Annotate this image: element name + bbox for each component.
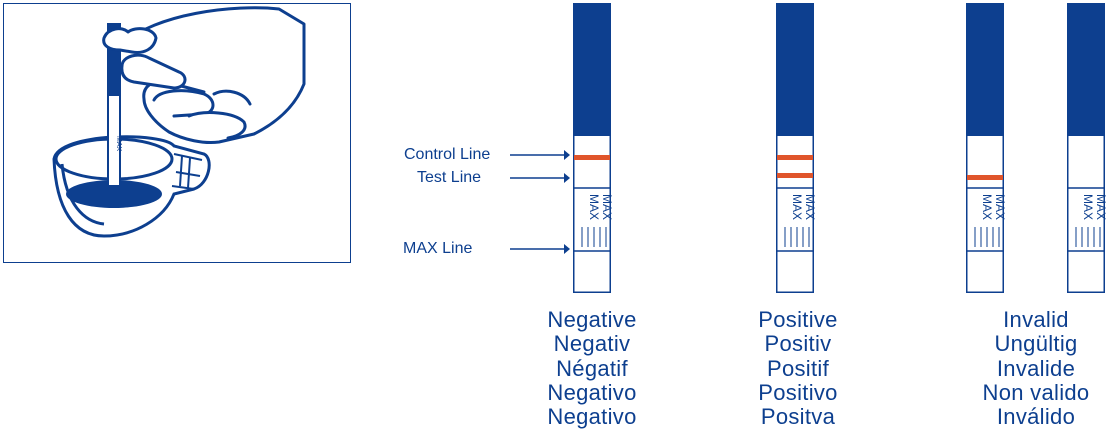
strip-max-marking: MAX [1081,194,1095,220]
result-caption-positive: Positive Positiv Positif Positivo Positv… [728,307,868,430]
result-name: Ungültig [994,331,1078,357]
control-line-mark [574,155,610,160]
test-strip-invalid-test-only: MAX MAX [966,3,1007,293]
result-name: Positiv [764,331,832,357]
result-name: Negative [547,307,637,332]
result-name: Positva [760,404,836,430]
arrow-right-icon [510,150,570,160]
illustration-strip-max: MAX [115,136,122,152]
result-name: Negativ [553,331,631,357]
strip-max-marking: MAX [803,194,817,220]
result-name: Negativo [547,379,637,405]
result-name: Positif [766,355,829,381]
result-name: Invalide [996,355,1076,381]
max-line-label: MAX Line [403,240,473,257]
result-name: Positivo [758,379,838,405]
arrow-right-icon [510,244,570,254]
test-line-label: Test Line [417,169,482,186]
strip-max-marking: MAX [993,194,1007,220]
hand-holding-strip-icon: MAX [52,6,306,238]
test-strip-positive: MAX MAX [776,3,817,293]
arrow-right-icon [510,173,570,183]
result-caption-invalid: Invalid Ungültig Invalide Non valido Inv… [966,307,1106,430]
strip-max-marking: MAX [600,194,614,220]
strip-max-marking: MAX [1094,194,1108,220]
strip-max-marking: MAX [980,194,994,220]
dipping-illustration: MAX [3,3,351,263]
cup-icon [52,135,211,238]
test-strip-negative: MAX MAX [573,3,614,293]
test-line-mark [967,175,1003,180]
result-name: Negativo [547,404,637,430]
strip-max-marking: MAX [587,194,601,220]
result-caption-negative: Negative Negativ Négatif Negativo Negati… [522,307,662,430]
result-name: Invalid [1003,307,1069,332]
control-line-label: Control Line [404,146,491,163]
result-name: Inválido [996,404,1076,430]
control-line-mark [777,155,813,160]
test-strip-invalid-none: MAX MAX [1067,3,1108,293]
result-name: Non valido [982,379,1090,405]
strip-max-marking: MAX [790,194,804,220]
test-line-mark [777,173,813,178]
result-name: Positive [758,307,838,332]
result-name: Négatif [556,355,628,381]
